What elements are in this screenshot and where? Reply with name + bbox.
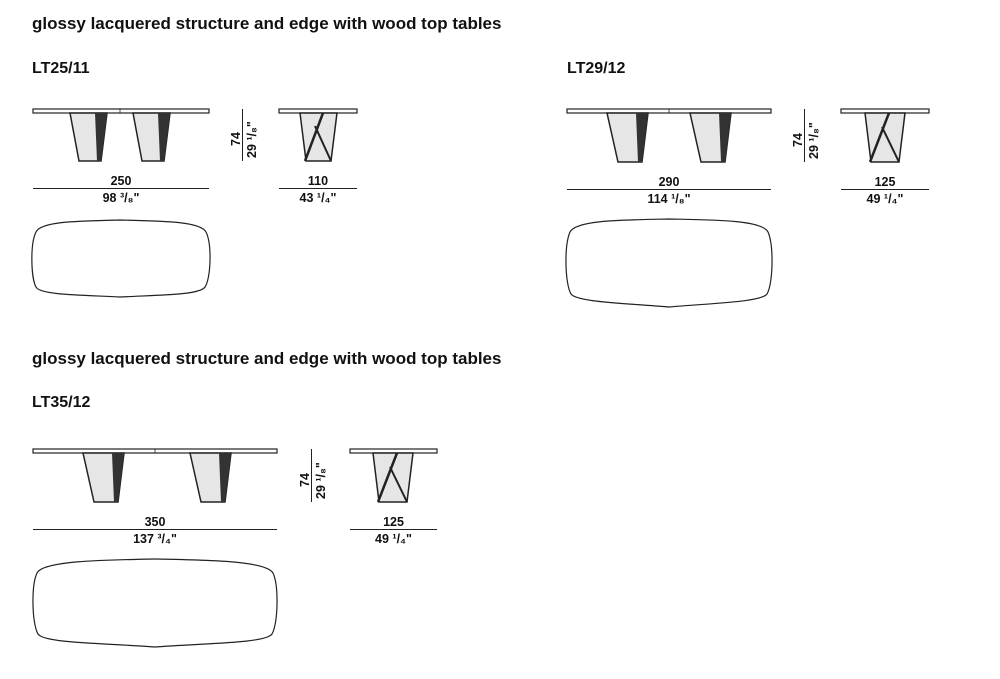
length-in: 98 ³/₈" bbox=[102, 191, 140, 205]
length-cm: 290 bbox=[658, 175, 680, 189]
length-in: 114 ¹/₈" bbox=[647, 192, 691, 206]
width-cm: 110 bbox=[307, 174, 329, 188]
width-in: 49 ¹/₄" bbox=[375, 532, 412, 546]
length-dimension-line bbox=[33, 188, 209, 189]
model-code: LT29/12 bbox=[567, 60, 626, 77]
width-dimension-line bbox=[350, 529, 437, 530]
height-dimension-line bbox=[311, 449, 312, 502]
width-in: 43 ¹/₄" bbox=[299, 191, 337, 205]
width-dimension-line bbox=[841, 189, 929, 190]
width-cm: 125 bbox=[874, 175, 896, 189]
width-cm: 125 bbox=[383, 515, 404, 529]
length-in: 137 ³/₄" bbox=[133, 532, 177, 546]
length-cm: 250 bbox=[110, 174, 132, 188]
length-cm: 350 bbox=[144, 515, 166, 529]
section-heading: glossy lacquered structure and edge with… bbox=[32, 14, 502, 33]
height-dimension-line bbox=[242, 109, 243, 161]
height-dimension-line bbox=[804, 109, 805, 162]
width-dimension-line bbox=[279, 188, 357, 189]
model-code: LT35/12 bbox=[32, 394, 91, 411]
length-dimension-line bbox=[567, 189, 771, 190]
section-heading: glossy lacquered structure and edge with… bbox=[32, 349, 502, 368]
width-in: 49 ¹/₄" bbox=[866, 192, 904, 206]
model-code: LT25/11 bbox=[32, 60, 90, 77]
length-dimension-line bbox=[33, 529, 277, 530]
